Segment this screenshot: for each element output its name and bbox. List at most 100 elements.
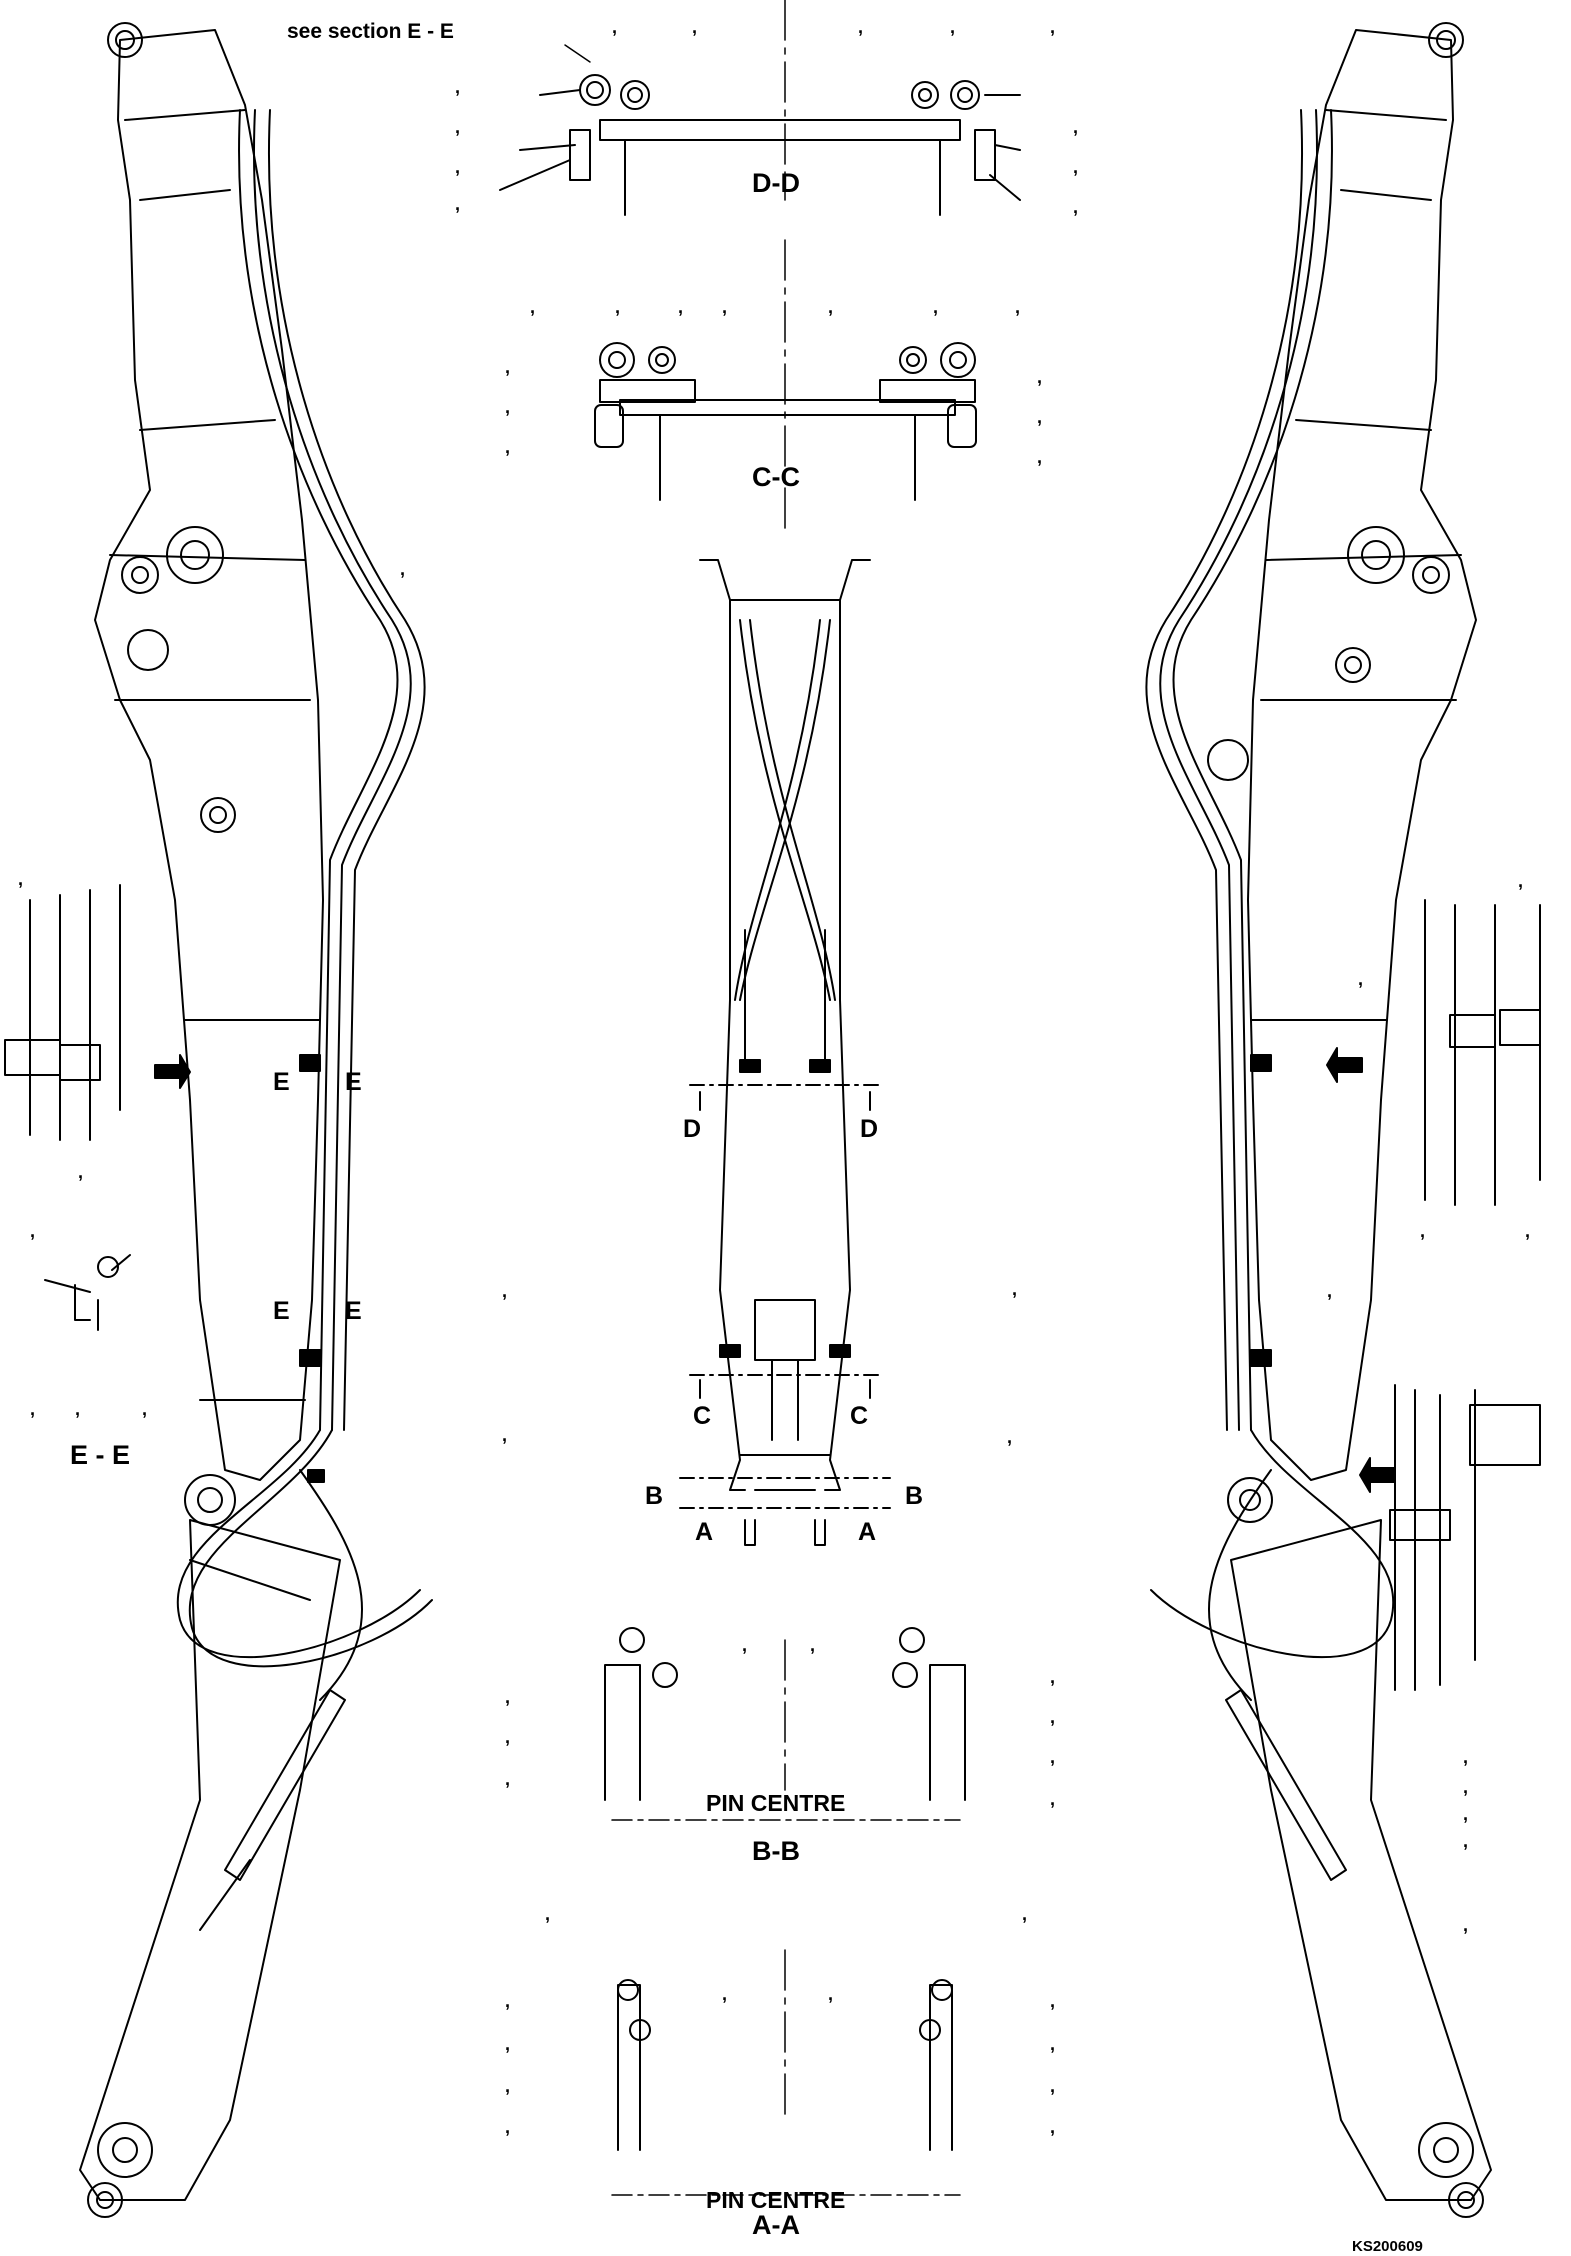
- detail-inset-right-lower: [1389, 1384, 1541, 1691]
- callout-mark: ,: [950, 17, 956, 37]
- view-marker-a: A: [695, 1518, 714, 1546]
- callout-mark: ,: [828, 297, 834, 317]
- view-marker-d: D: [860, 1115, 879, 1143]
- view-marker-b: B: [905, 1482, 924, 1510]
- callout-mark: ,: [505, 397, 511, 417]
- callout-mark: ,: [75, 1399, 81, 1419]
- callout-mark: ,: [810, 1635, 816, 1655]
- view-marker-e: E: [345, 1068, 362, 1096]
- callout-mark: ,: [30, 1221, 36, 1241]
- callout-mark: ,: [505, 1727, 511, 1747]
- callout-mark: ,: [505, 1769, 511, 1789]
- section-title-dd: D-D: [752, 168, 800, 198]
- callout-mark: ,: [1050, 17, 1056, 37]
- callout-mark: ,: [692, 17, 698, 37]
- callout-mark: ,: [1050, 1707, 1056, 1727]
- callout-mark: ,: [1050, 2034, 1056, 2054]
- callout-mark: ,: [18, 869, 24, 889]
- view-marker-e: E: [345, 1297, 362, 1325]
- callout-mark: ,: [612, 17, 618, 37]
- callout-mark: ,: [1050, 2076, 1056, 2096]
- callout-mark: ,: [505, 1687, 511, 1707]
- callout-mark: ,: [1327, 1281, 1333, 1301]
- view-marker-b: B: [645, 1482, 664, 1510]
- callout-mark: ,: [615, 297, 621, 317]
- callout-mark: ,: [1420, 1221, 1426, 1241]
- callout-mark: ,: [722, 1984, 728, 2004]
- callout-mark: ,: [1463, 1804, 1469, 1824]
- view-marker-e: E: [273, 1297, 290, 1325]
- view-marker-c: C: [850, 1402, 869, 1430]
- section-dd-view: [499, 74, 1021, 216]
- callout-mark: ,: [505, 1991, 511, 2011]
- callout-mark: ,: [1463, 1777, 1469, 1797]
- section-title-ee: E - E: [70, 1440, 131, 1470]
- callout-mark: ,: [78, 1162, 84, 1182]
- right-boom: [1145, 22, 1492, 2218]
- view-marker-d: D: [683, 1115, 702, 1143]
- callout-mark: ,: [1463, 1915, 1469, 1935]
- callout-mark: ,: [1525, 1221, 1531, 1241]
- section-cc-view: [594, 342, 977, 501]
- callout-mark: ,: [505, 357, 511, 377]
- callout-mark: ,: [1050, 1667, 1056, 1687]
- drawing-number: KS200609: [1352, 2238, 1423, 2255]
- section-title-cc: C-C: [752, 462, 800, 492]
- callout-mark: ,: [828, 1984, 834, 2004]
- section-ee-view: [44, 1254, 131, 1331]
- boom-top-view: [679, 559, 891, 1546]
- callout-mark: ,: [1022, 1904, 1028, 1924]
- callout-mark: ,: [1463, 1831, 1469, 1851]
- callout-mark: ,: [1037, 407, 1043, 427]
- section-title-bb: B-B: [752, 1836, 800, 1866]
- section-bb-view: [604, 1627, 966, 1821]
- callout-mark: ,: [742, 1635, 748, 1655]
- detail-inset-left: [4, 884, 121, 1141]
- callout-mark: ,: [1073, 197, 1079, 217]
- callout-mark: ,: [505, 2076, 511, 2096]
- callout-mark: ,: [1015, 297, 1021, 317]
- callout-mark: ,: [1518, 871, 1524, 891]
- callout-mark: ,: [1007, 1427, 1013, 1447]
- callout-mark: ,: [722, 297, 728, 317]
- view-marker-a: A: [858, 1518, 877, 1546]
- callout-mark: ,: [933, 297, 939, 317]
- callout-mark: ,: [400, 559, 406, 579]
- callout-mark: ,: [858, 17, 864, 37]
- see-section-note: see section E - E: [287, 20, 454, 43]
- pin-centre-label-bb: PIN CENTRE: [706, 1790, 846, 1816]
- pin-centre-label-aa: PIN CENTRE: [706, 2187, 846, 2213]
- callout-mark: ,: [502, 1425, 508, 1445]
- callout-mark: ,: [455, 194, 461, 214]
- section-title-aa: A-A: [752, 2210, 800, 2240]
- callout-mark: ,: [678, 297, 684, 317]
- callout-mark: ,: [30, 1399, 36, 1419]
- left-boom: [79, 22, 433, 2218]
- callout-mark: ,: [1073, 117, 1079, 137]
- callout-mark: ,: [1463, 1747, 1469, 1767]
- view-arrow-left: [154, 1054, 191, 1089]
- callout-mark: ,: [1050, 1991, 1056, 2011]
- callout-mark: ,: [455, 117, 461, 137]
- callout-mark: ,: [505, 2117, 511, 2137]
- detail-inset-right-upper: [1424, 899, 1541, 1206]
- callout-mark: ,: [142, 1399, 148, 1419]
- callout-mark: ,: [505, 437, 511, 457]
- callout-mark: ,: [455, 77, 461, 97]
- callout-mark: ,: [1050, 1747, 1056, 1767]
- view-marker-e: E: [273, 1068, 290, 1096]
- view-marker-c: C: [693, 1402, 712, 1430]
- callout-mark: ,: [1358, 969, 1364, 989]
- callout-mark: ,: [1037, 447, 1043, 467]
- section-aa-view: [611, 1979, 961, 2196]
- callout-mark: ,: [1050, 2117, 1056, 2137]
- callout-mark: ,: [1050, 1789, 1056, 1809]
- callout-mark: ,: [530, 297, 536, 317]
- callout-mark: ,: [455, 157, 461, 177]
- callout-mark: ,: [1037, 367, 1043, 387]
- callout-mark: ,: [1073, 157, 1079, 177]
- callout-mark: ,: [505, 2034, 511, 2054]
- callout-mark: ,: [502, 1281, 508, 1301]
- callout-mark: ,: [1012, 1279, 1018, 1299]
